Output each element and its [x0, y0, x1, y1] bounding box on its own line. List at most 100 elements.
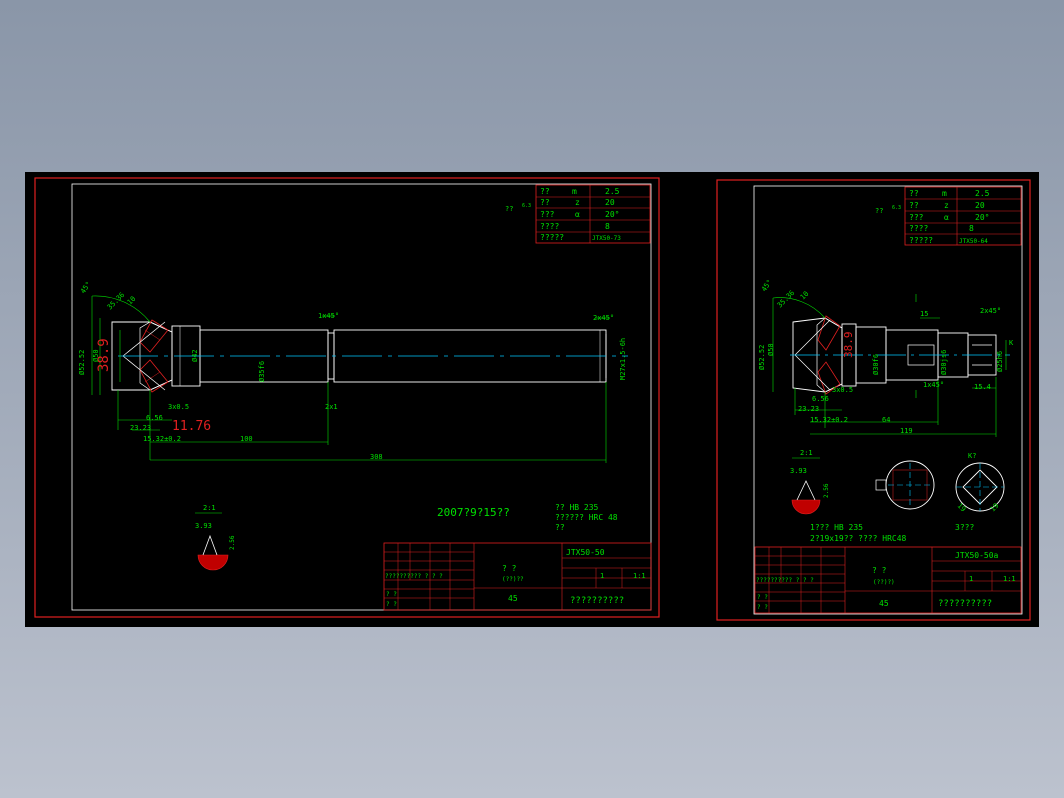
right-table-cell: JTX50-64 [959, 238, 988, 245]
right-part-sub: (??)?) [873, 579, 895, 586]
right-inner-frame [753, 185, 1023, 615]
right-scale: 1:1 [1003, 575, 1016, 583]
right-table-cell: z [944, 201, 949, 210]
right-dim-text: 15.4 [974, 383, 991, 391]
left-school: ?????????? [570, 596, 624, 606]
right-part-name: ? ? [872, 566, 887, 575]
right-dim-text: Ø25h6 [996, 351, 1004, 372]
right-drawing-no: JTX50-50a [955, 551, 999, 560]
right-detail-view: 2:1 3.93 2.56 [790, 449, 830, 515]
right-table-cell: m [942, 189, 947, 198]
left-material: 45 [508, 594, 518, 603]
left-title-row: ? ? [386, 591, 397, 598]
left-dim-text: 10 [126, 295, 138, 307]
right-qty: 1 [969, 575, 973, 583]
right-gear-hatch [817, 315, 841, 351]
left-detail-dim: 3.93 [195, 522, 212, 530]
right-table-cell: ???? [909, 224, 928, 233]
left-table-cell: m [572, 187, 577, 196]
right-school: ?????????? [938, 599, 992, 609]
right-dim-text: 23.23 [798, 405, 819, 413]
left-table-cell: ?? [540, 198, 550, 207]
left-detail-dim2: 2.56 [229, 535, 236, 550]
left-title-block: JTX50-50 ? ? (??)?? 45 ?????????? 1:1 1 … [383, 542, 652, 611]
left-dim-text: 2x1 [325, 403, 338, 411]
left-note-3: ?? [555, 523, 565, 532]
right-table-cell: 8 [969, 224, 974, 233]
left-sheet: ?? m 2.5 ?? z 20 ??? α 20° ???? 8 ????? … [25, 172, 705, 627]
left-title-row: ? ? [386, 601, 397, 608]
left-detail-label: 2:1 [203, 504, 216, 512]
left-table-cell: 2.5 [605, 187, 620, 196]
left-gear-table: ?? m 2.5 ?? z 20 ??? α 20° ???? 8 ????? … [535, 184, 651, 244]
right-dimension-labels: 45° 35.36 10 Ø52.52 Ø50 38.9 15 2x45° 1x… [758, 278, 1014, 435]
left-dim-text: 1x45° [318, 312, 339, 320]
right-detail-label: 2:1 [800, 449, 813, 457]
right-dim-text: 38.9 [842, 332, 855, 359]
left-dim-text: Ø35f6 [258, 361, 266, 382]
left-dim-text: Ø50 [92, 349, 100, 362]
left-dim-text: Ø42 [191, 349, 199, 362]
right-dimensions [772, 294, 1007, 437]
left-table-cell: 8 [605, 222, 610, 231]
right-dim-text: Ø50 [767, 343, 775, 356]
right-title-block: JTX50-50a ? ? (??)?) 45 ?????????? 1:1 1… [754, 546, 1022, 614]
left-gear-hatch [139, 319, 169, 353]
left-table-cell: α [575, 210, 580, 219]
left-table-cell: JTX50-73 [592, 235, 621, 242]
right-dim-text: K [1009, 339, 1014, 347]
left-dim-text: 11.76 [172, 419, 211, 434]
right-dim-text: 10 [799, 290, 811, 302]
left-scale: 1:1 [633, 572, 646, 580]
left-inner-frame [71, 183, 652, 611]
right-dim-text: Ø30f6 [872, 354, 880, 375]
left-part-name: ? ? [502, 564, 517, 573]
right-material: 45 [879, 599, 889, 608]
left-table-cell: 20° [605, 210, 619, 219]
right-note-1: 1??? HB 235 [810, 523, 863, 532]
left-dim-text: 308 [370, 453, 383, 461]
left-outer-frame [34, 177, 660, 618]
right-gear-table: ?? m 2.5 ?? z 20 ??? α 20° ???? 8 ????? … [904, 186, 1022, 246]
right-table-cell: 20 [975, 201, 985, 210]
left-table-cell: z [575, 198, 580, 207]
left-title-rows: ?????????? ? ? ? [385, 573, 443, 580]
right-dim-text: 3x0.5 [832, 386, 853, 394]
right-dim-text: 15 [920, 310, 928, 318]
right-dim-text: 119 [900, 427, 913, 435]
left-part-sub: (??)?? [502, 576, 524, 583]
right-dim-text: Ø52.52 [758, 345, 766, 370]
right-detail-dim2: 2.56 [823, 483, 830, 498]
left-table-cell: 20 [605, 198, 615, 207]
right-title-row: ? ? [757, 594, 768, 601]
right-section-views: K? 19 19 3??? [875, 452, 1005, 532]
left-sheet-background [25, 172, 705, 627]
left-table-cell: ???? [540, 222, 559, 231]
left-dim-text: 23.23 [130, 424, 151, 432]
left-dim-text: 6.56 [146, 414, 163, 422]
right-sheet: ?? m 2.5 ?? z 20 ??? α 20° ???? 8 ????? … [705, 172, 1039, 627]
right-sheet-background [705, 172, 1039, 627]
right-dim-text: 15.32±0.2 [810, 416, 848, 424]
right-table-cell: ????? [909, 236, 933, 245]
right-section-label2: 3??? [955, 523, 974, 532]
right-table-cell: 20° [975, 213, 989, 222]
right-table-cell: 2.5 [975, 189, 990, 198]
right-detail-dim: 3.93 [790, 467, 807, 475]
right-table-cell: ?? [909, 201, 919, 210]
right-dim-text: 1x45° [923, 381, 944, 389]
right-dim-text: 2x45° [980, 307, 1001, 315]
right-section-dim: 19 [956, 502, 968, 514]
left-dim-text: Ø52.52 [78, 350, 86, 375]
right-roughness-note: ?? [875, 207, 883, 215]
left-table-cell: ????? [540, 233, 564, 242]
left-date-text: 2007?9?15?? [437, 506, 510, 519]
right-section-dim: 19 [989, 502, 1001, 514]
right-dim-text: 6.56 [812, 395, 829, 403]
left-dim-text: 100 [240, 435, 253, 443]
left-note-2: ?????? HRC 48 [555, 513, 618, 522]
left-qty: 1 [600, 572, 604, 580]
left-roughness-sup: 6.3 [522, 203, 531, 209]
right-title-row: ? ? [757, 604, 768, 611]
